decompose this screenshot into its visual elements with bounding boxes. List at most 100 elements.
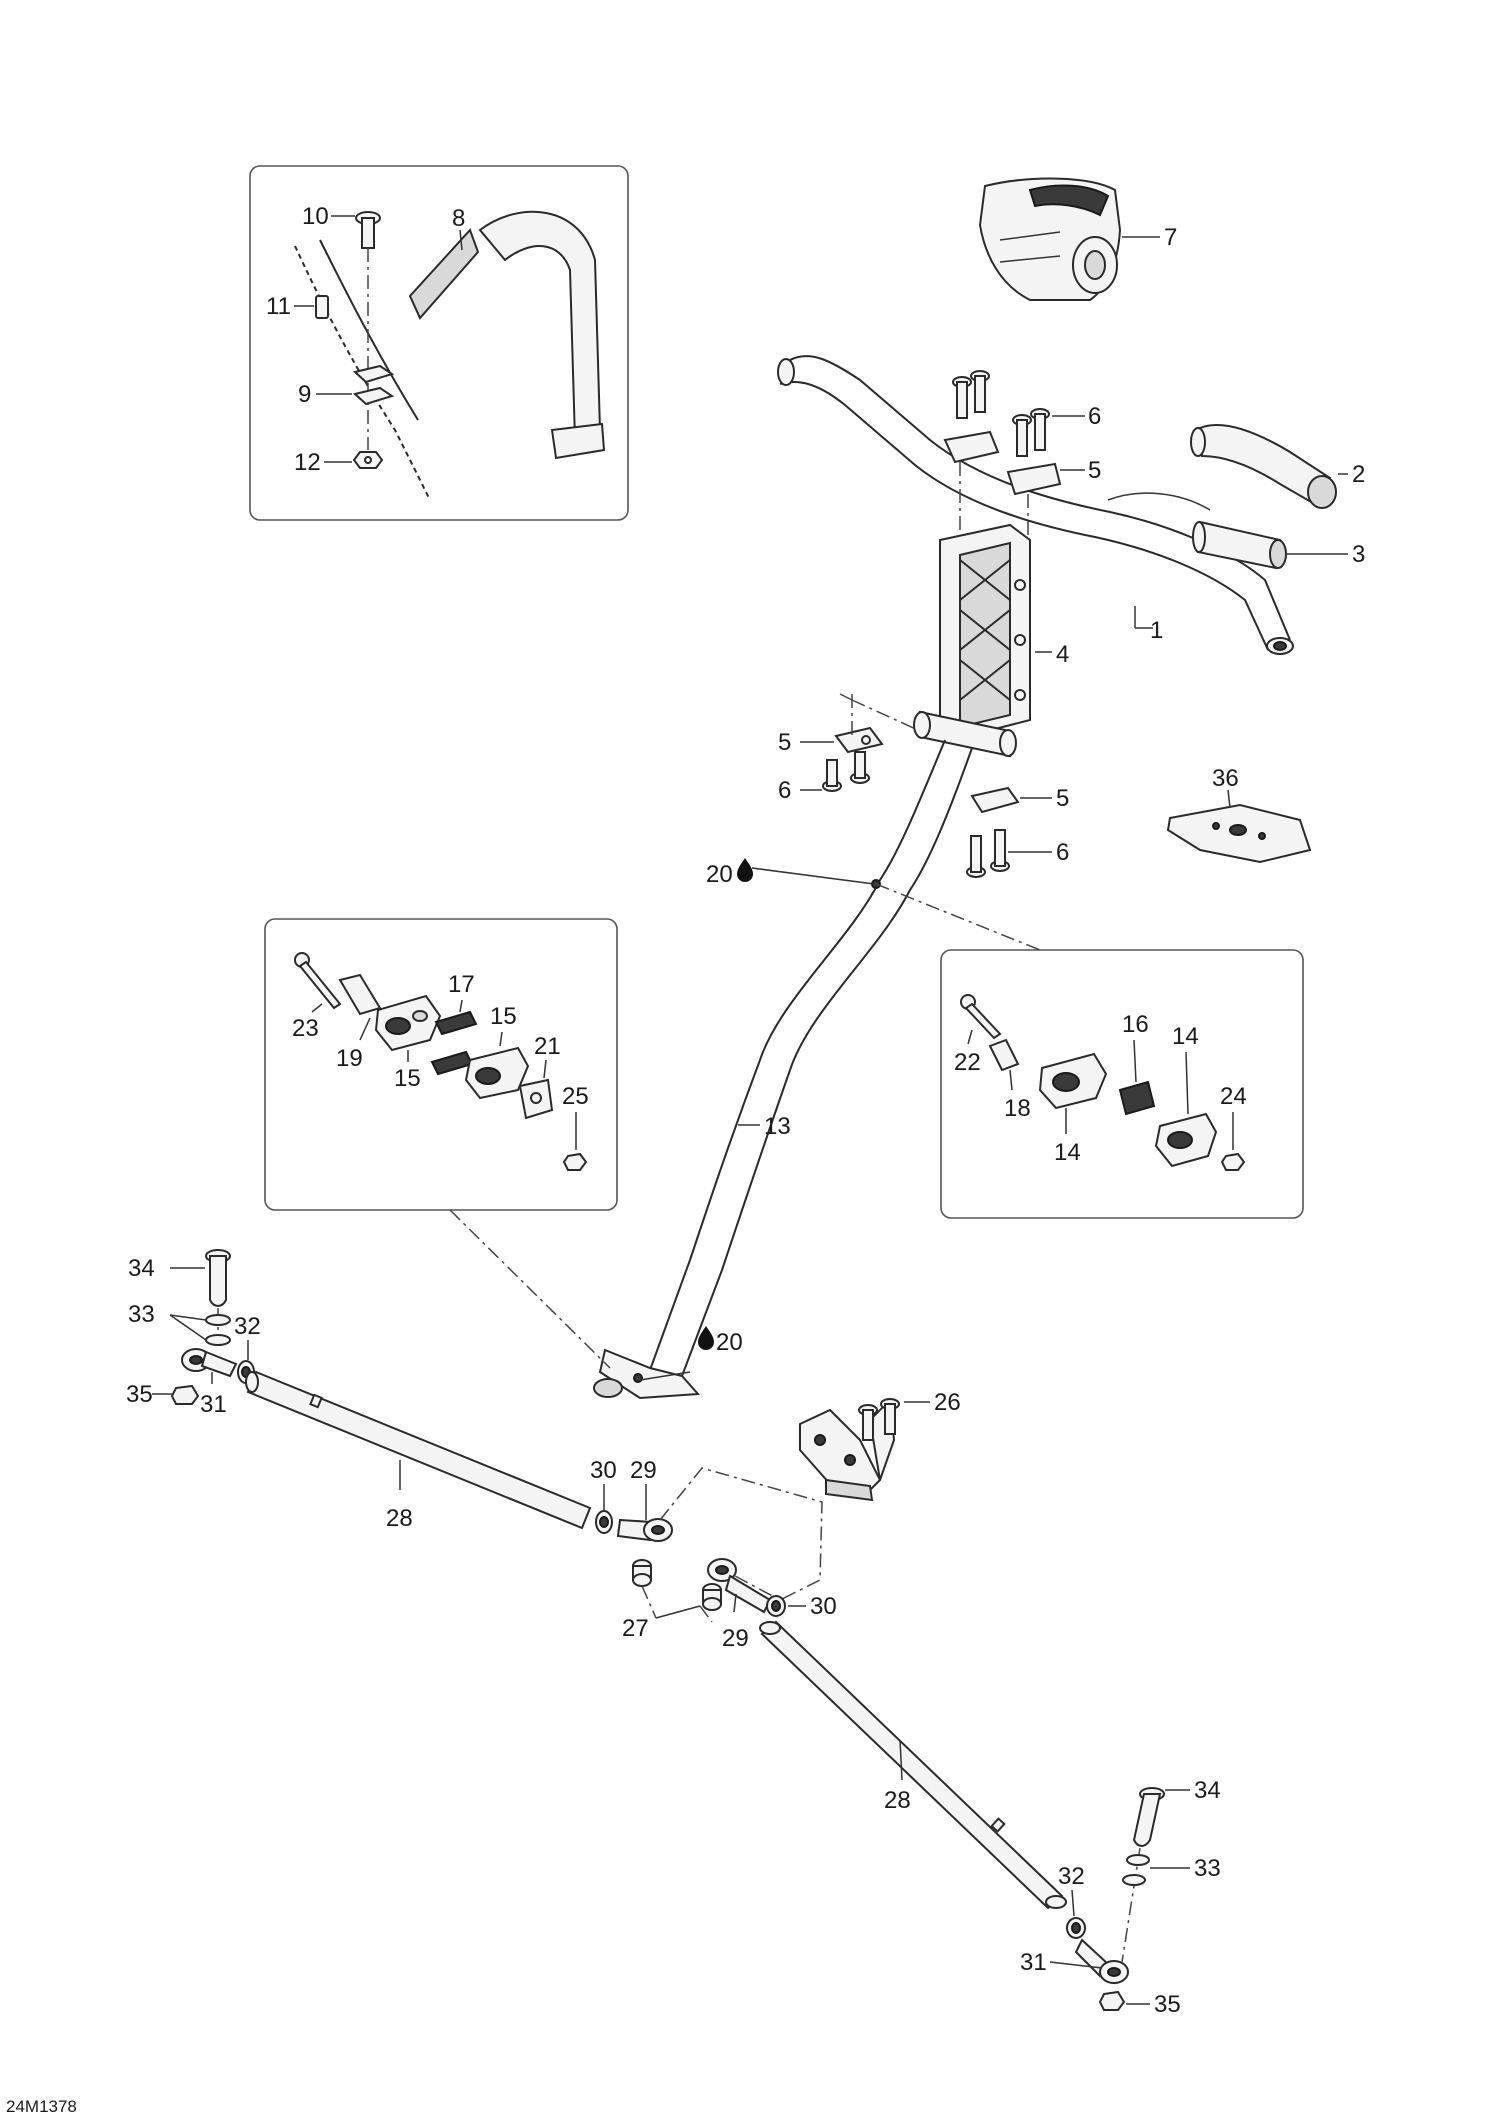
part-33-washers-left xyxy=(205,1314,231,1346)
callout-11: 11 xyxy=(266,293,291,320)
part-15-bearing-half-a xyxy=(374,994,442,1052)
callout-14-upper: 14 xyxy=(1172,1023,1199,1050)
callout-labels: 1 2 3 4 5 5 5 6 6 6 7 8 9 10 11 12 13 14… xyxy=(126,203,1365,2018)
part-13-steering-column xyxy=(593,710,1017,1400)
callout-1: 1 xyxy=(1150,617,1163,644)
part-17-bushings xyxy=(430,1010,478,1076)
part-15-bearing-half-b xyxy=(464,1046,530,1100)
part-9-clamp-plates xyxy=(352,364,395,406)
callout-6-right: 6 xyxy=(1056,839,1069,866)
part-1-handlebar xyxy=(777,355,1294,655)
callout-12: 12 xyxy=(294,449,321,476)
callout-24: 24 xyxy=(1220,1083,1247,1110)
part-14-bearing-half-b xyxy=(1154,1112,1218,1168)
part-27-bushing-b xyxy=(702,1583,722,1611)
part-19-sleeve xyxy=(338,973,382,1016)
part-34-bolt-left xyxy=(205,1249,231,1307)
callout-30-left: 30 xyxy=(590,1457,617,1484)
part-26-bolts xyxy=(858,1398,900,1441)
callout-5-left: 5 xyxy=(778,729,791,756)
part-30-jam-nut-left xyxy=(595,1510,613,1534)
part-31-tie-rod-end-right xyxy=(1074,1938,1129,1984)
part-11-spacer xyxy=(315,295,329,319)
part-10-bolt xyxy=(355,211,381,249)
part-22-bolt xyxy=(960,994,1002,1040)
part-16-bushing xyxy=(1118,1080,1156,1116)
part-21-plate xyxy=(518,1078,554,1120)
callout-23: 23 xyxy=(292,1015,319,1042)
drop-icon xyxy=(698,1326,714,1350)
drop-icon xyxy=(737,858,753,882)
callout-31-right: 31 xyxy=(1020,1949,1047,1976)
inset-box-upper-steering-bearing xyxy=(264,918,618,1211)
part-6-bolts-lower-left xyxy=(822,751,870,792)
callout-2: 2 xyxy=(1352,461,1365,488)
part-18-sleeve xyxy=(988,1038,1020,1072)
callout-21: 21 xyxy=(534,1033,561,1060)
callout-28-right: 28 xyxy=(884,1787,911,1814)
callout-8: 8 xyxy=(452,205,465,232)
callout-31-left: 31 xyxy=(200,1391,227,1418)
callout-5-upper: 5 xyxy=(1088,457,1101,484)
callout-25: 25 xyxy=(562,1083,589,1110)
callout-17: 17 xyxy=(448,971,475,998)
part-6-bolts-upper xyxy=(952,370,1050,457)
callout-30-right: 30 xyxy=(810,1593,837,1620)
callout-28-left: 28 xyxy=(386,1505,413,1532)
callout-9: 9 xyxy=(298,381,311,408)
part-5-cap-right xyxy=(970,786,1020,814)
part-35-nut-right xyxy=(1098,1990,1126,2011)
callout-6-left: 6 xyxy=(778,777,791,804)
part-5-cap-left xyxy=(834,726,884,754)
part-29-ball-joint-left xyxy=(616,1518,673,1542)
callout-35-left: 35 xyxy=(126,1381,153,1408)
part-12-nut xyxy=(352,451,384,469)
callout-34-right: 34 xyxy=(1194,1777,1221,1804)
callout-33-right: 33 xyxy=(1194,1855,1221,1882)
callout-15-upper: 15 xyxy=(490,1003,517,1030)
callout-19: 19 xyxy=(336,1045,363,1072)
inset-box-lower-steering-bearing xyxy=(940,949,1304,1219)
part-36-plate xyxy=(1166,803,1312,864)
callout-33-left: 33 xyxy=(128,1301,155,1328)
part-6-bolts-lower-right xyxy=(966,829,1010,878)
callout-32-right: 32 xyxy=(1058,1863,1085,1890)
part-24-nut xyxy=(1220,1152,1246,1171)
callout-18: 18 xyxy=(1004,1095,1031,1122)
part-35-nut-left xyxy=(170,1384,200,1405)
callout-20-upper: 20 xyxy=(706,861,733,888)
callout-32-left: 32 xyxy=(234,1313,261,1340)
callout-15-lower: 15 xyxy=(394,1065,421,1092)
callout-35-right: 35 xyxy=(1154,1991,1181,2018)
reference-code: 24M1378 xyxy=(6,2097,77,2116)
part-25-nut xyxy=(562,1152,588,1171)
part-27-bushing-a xyxy=(632,1559,652,1587)
callout-4: 4 xyxy=(1056,641,1069,668)
callout-22: 22 xyxy=(954,1049,981,1076)
callout-5-right: 5 xyxy=(1056,785,1069,812)
callout-29-right: 29 xyxy=(722,1625,749,1652)
part-28-tie-rod-right xyxy=(759,1620,1067,1910)
part-28-tie-rod-left xyxy=(245,1370,592,1530)
callout-3: 3 xyxy=(1352,541,1365,568)
part-14-bearing-half-a xyxy=(1038,1052,1108,1110)
part-30-jam-nut-right xyxy=(766,1595,786,1617)
part-7-handlebar-cover xyxy=(978,177,1122,301)
part-8-handlebar-pad xyxy=(294,210,606,501)
part-5-caps-upper xyxy=(943,430,1062,496)
callout-13: 13 xyxy=(764,1113,791,1140)
callout-27: 27 xyxy=(622,1615,649,1642)
callout-10: 10 xyxy=(302,203,329,230)
part-2-grip xyxy=(1190,424,1337,509)
part-4-handlebar-riser xyxy=(939,523,1031,740)
callout-7: 7 xyxy=(1164,224,1177,251)
part-23-bolt xyxy=(294,952,342,1010)
callout-26: 26 xyxy=(934,1389,961,1416)
part-3-grip-inner xyxy=(1107,492,1287,570)
callout-29-left: 29 xyxy=(630,1457,657,1484)
callout-16: 16 xyxy=(1122,1011,1149,1038)
part-29-ball-joint-right xyxy=(707,1558,772,1614)
callout-36: 36 xyxy=(1212,765,1239,792)
part-34-bolt-right xyxy=(1132,1787,1165,1847)
